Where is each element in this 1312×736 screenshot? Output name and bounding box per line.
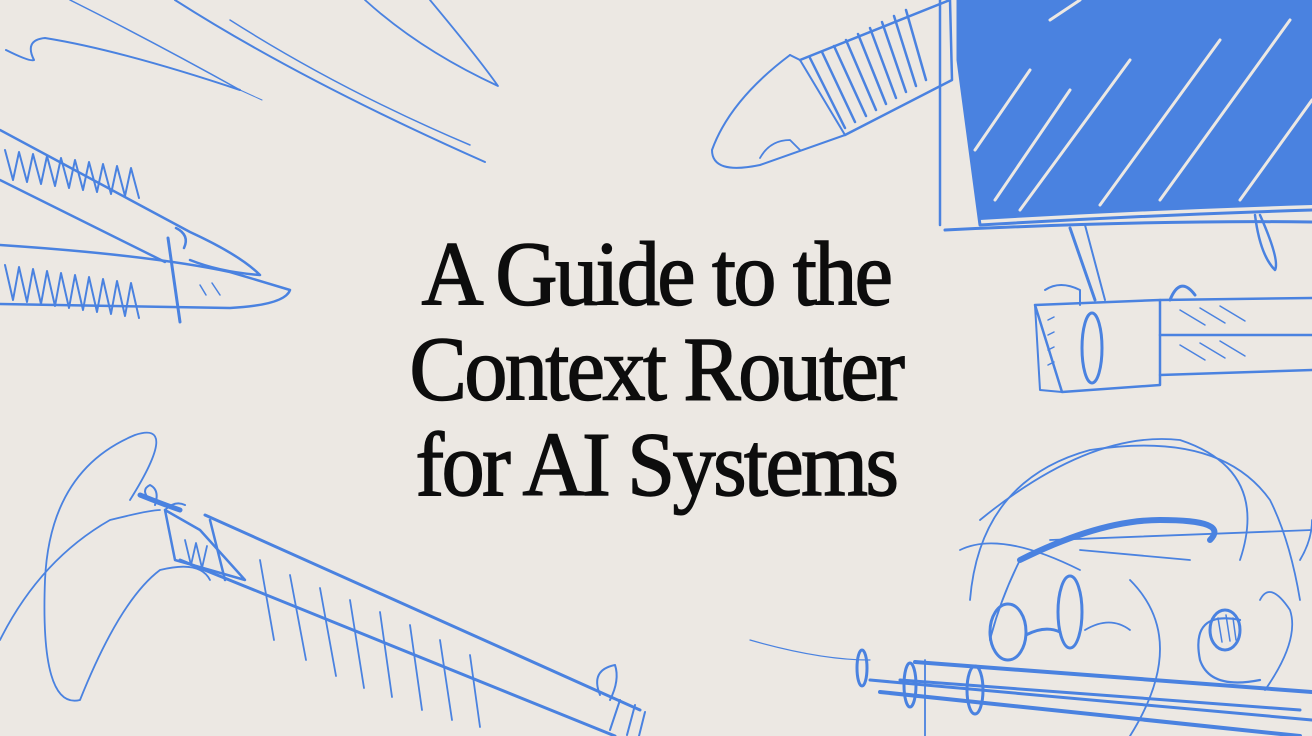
page-title: A Guide to the Context Router for AI Sys… [409,222,906,516]
title-line-1: A Guide to the [421,222,894,325]
bottom-left-pen-icon [0,431,646,736]
title-line-2: Context Router [409,318,906,420]
top-left-streaks-icon [5,0,499,163]
top-right-machine-icon [711,0,1312,394]
title-line-3: for AI Systems [415,413,900,516]
title-container: A Guide to the Context Router for AI Sys… [0,225,1312,513]
left-pen-nibs-icon [0,128,292,324]
